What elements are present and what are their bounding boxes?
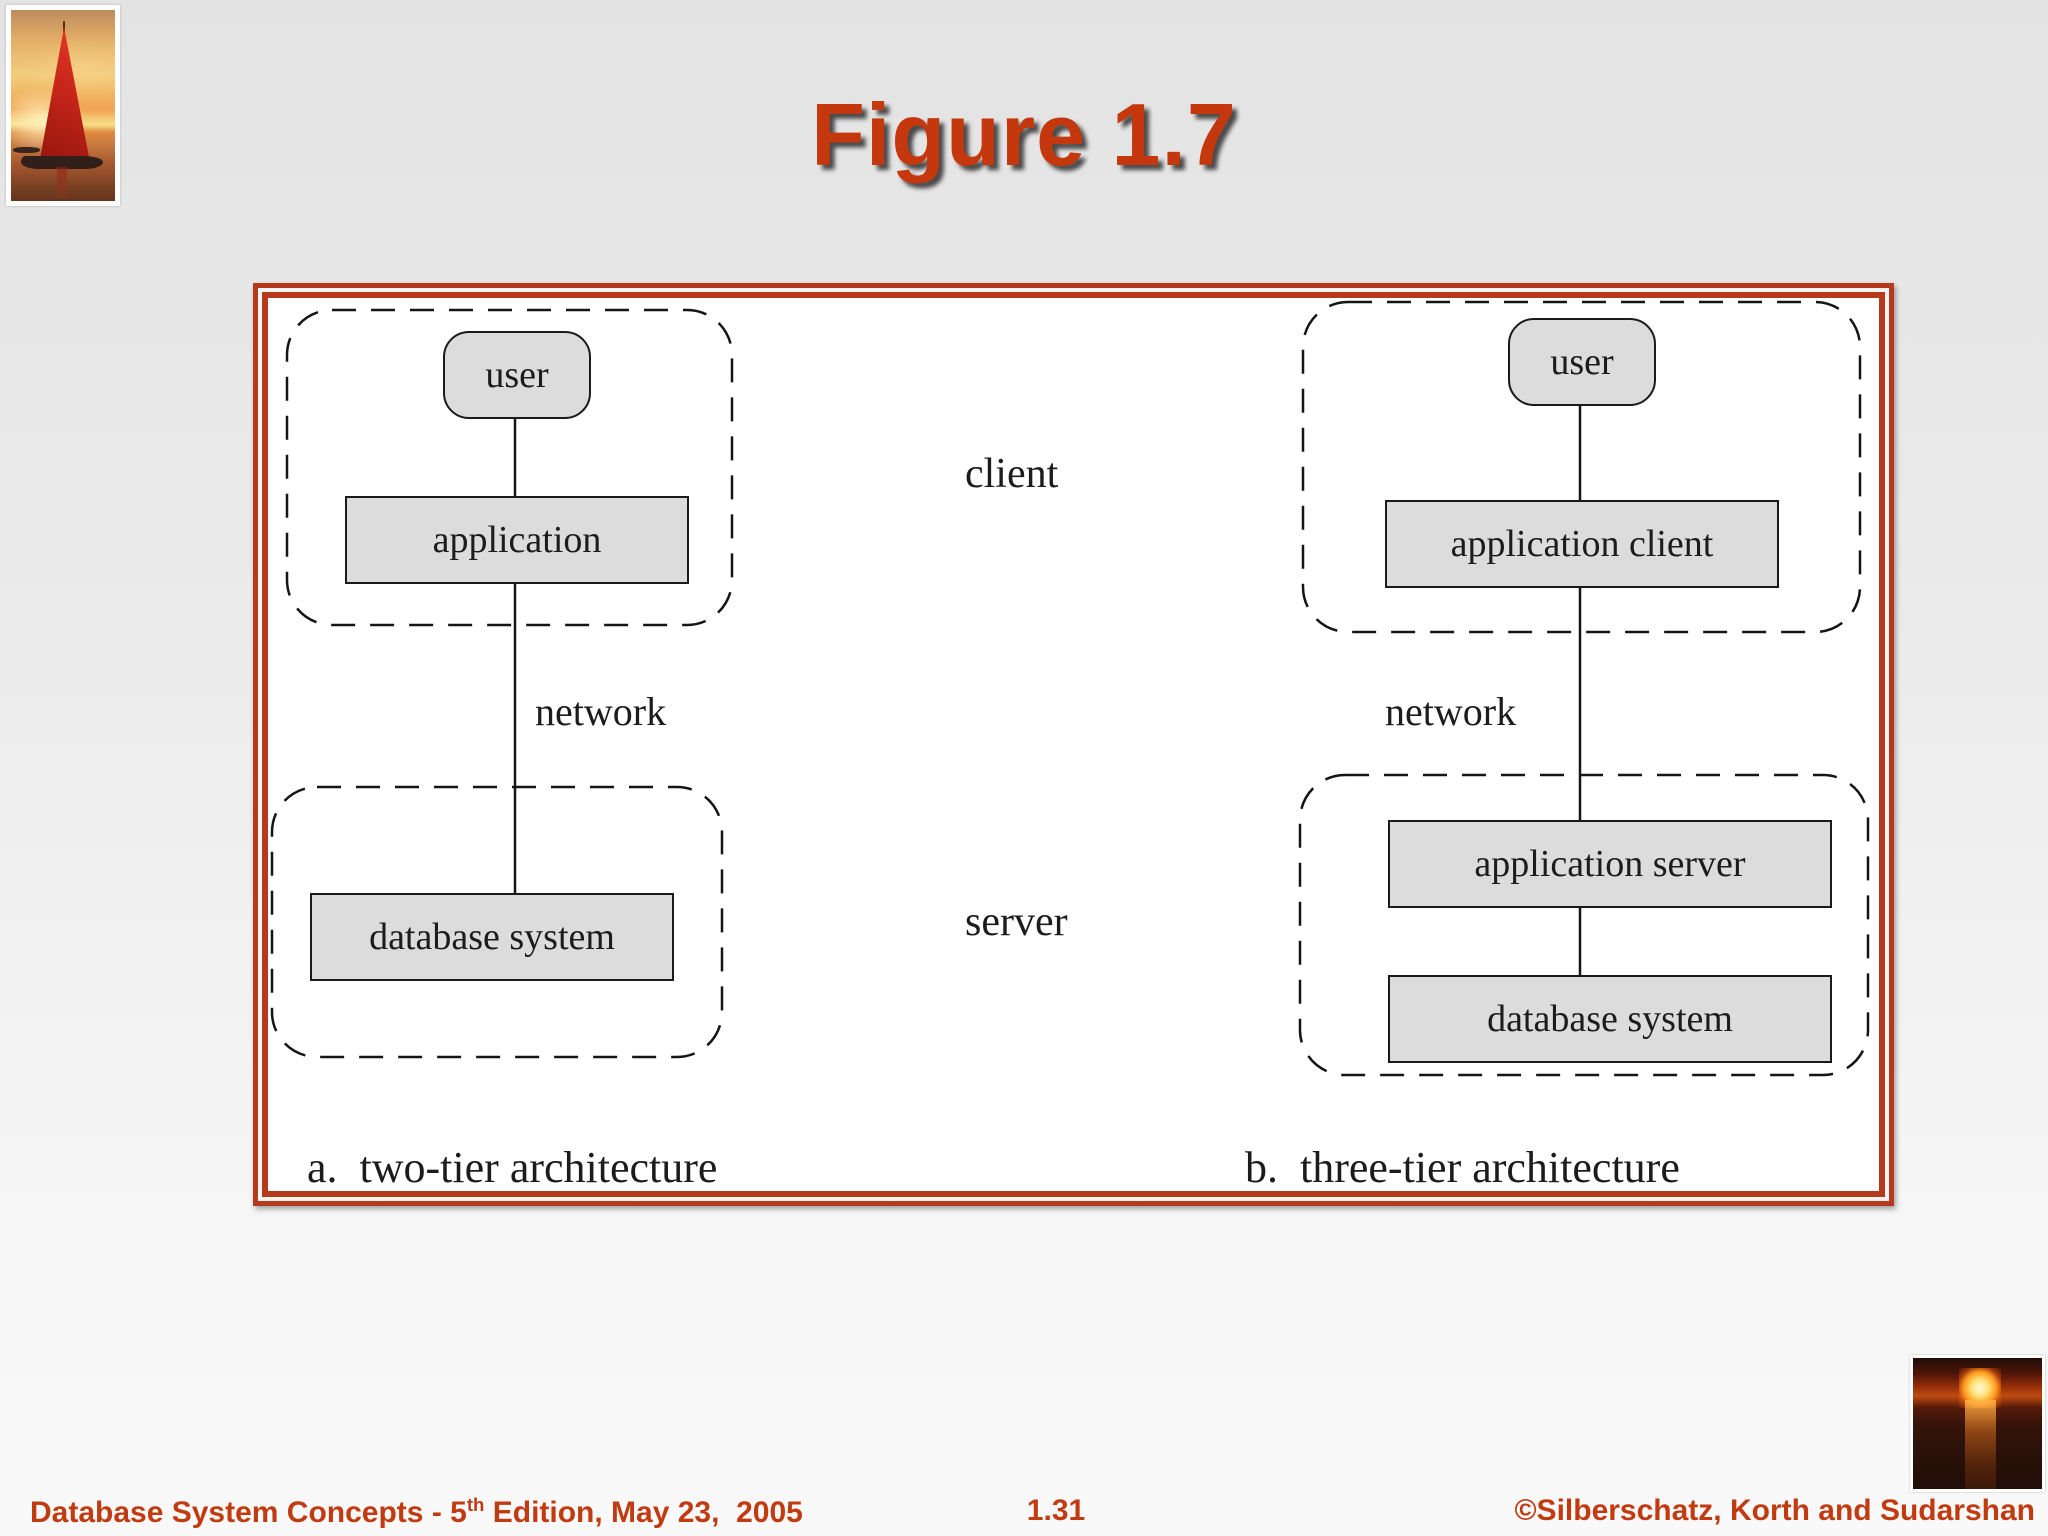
footer-copyright: ©Silberschatz, Korth and Sudarshan <box>1514 1494 2035 1527</box>
sailboat-sunset-photo <box>6 5 120 206</box>
sailboat-photo-sky <box>11 10 115 201</box>
three-tier-application-client-label: application client <box>1450 523 1714 565</box>
three-tier-database-label: database system <box>1487 998 1733 1040</box>
ocean-sunset-photo <box>1910 1355 2045 1492</box>
sunset-photo-sky <box>1913 1358 2042 1489</box>
server-side-label: server <box>965 899 1068 945</box>
two-tier-caption: a. two-tier architecture <box>307 1143 718 1192</box>
two-tier-user-label: user <box>485 354 549 396</box>
sailboat-hull <box>21 156 103 169</box>
footer-edition-superscript: th <box>466 1494 485 1515</box>
three-tier-caption: b. three-tier architecture <box>1245 1143 1680 1192</box>
three-tier-user-node: user <box>1508 318 1656 406</box>
figure-frame <box>253 283 1894 1206</box>
two-tier-user-node: user <box>443 331 591 419</box>
three-tier-database-node: database system <box>1388 975 1832 1063</box>
three-tier-user-label: user <box>1550 341 1614 383</box>
three-tier-application-server-node: application server <box>1388 820 1832 908</box>
sunset-water-reflection <box>1964 1399 1996 1489</box>
figure-frame-gap <box>258 288 1889 1201</box>
footer-book-title: Database System Concepts - 5th Edition, … <box>30 1494 803 1530</box>
footer-book-prefix: Database System Concepts - 5 <box>30 1496 467 1529</box>
sailboat-outrigger <box>13 146 41 154</box>
three-tier-application-client-node: application client <box>1385 500 1779 588</box>
sailboat-water-reflection <box>56 166 68 200</box>
two-tier-database-label: database system <box>369 916 615 958</box>
page-title: Figure 1.7 <box>811 85 1237 184</box>
footer-page-number: 1.31 <box>1026 1494 1086 1527</box>
three-tier-application-server-label: application server <box>1474 843 1746 885</box>
footer-book-suffix: Edition, May 23, 2005 <box>484 1496 803 1529</box>
two-tier-database-node: database system <box>310 893 674 981</box>
two-tier-network-label: network <box>535 689 667 734</box>
three-tier-network-label: network <box>1385 689 1517 734</box>
two-tier-application-label: application <box>432 519 602 561</box>
two-tier-application-node: application <box>345 496 689 584</box>
client-side-label: client <box>965 451 1059 497</box>
